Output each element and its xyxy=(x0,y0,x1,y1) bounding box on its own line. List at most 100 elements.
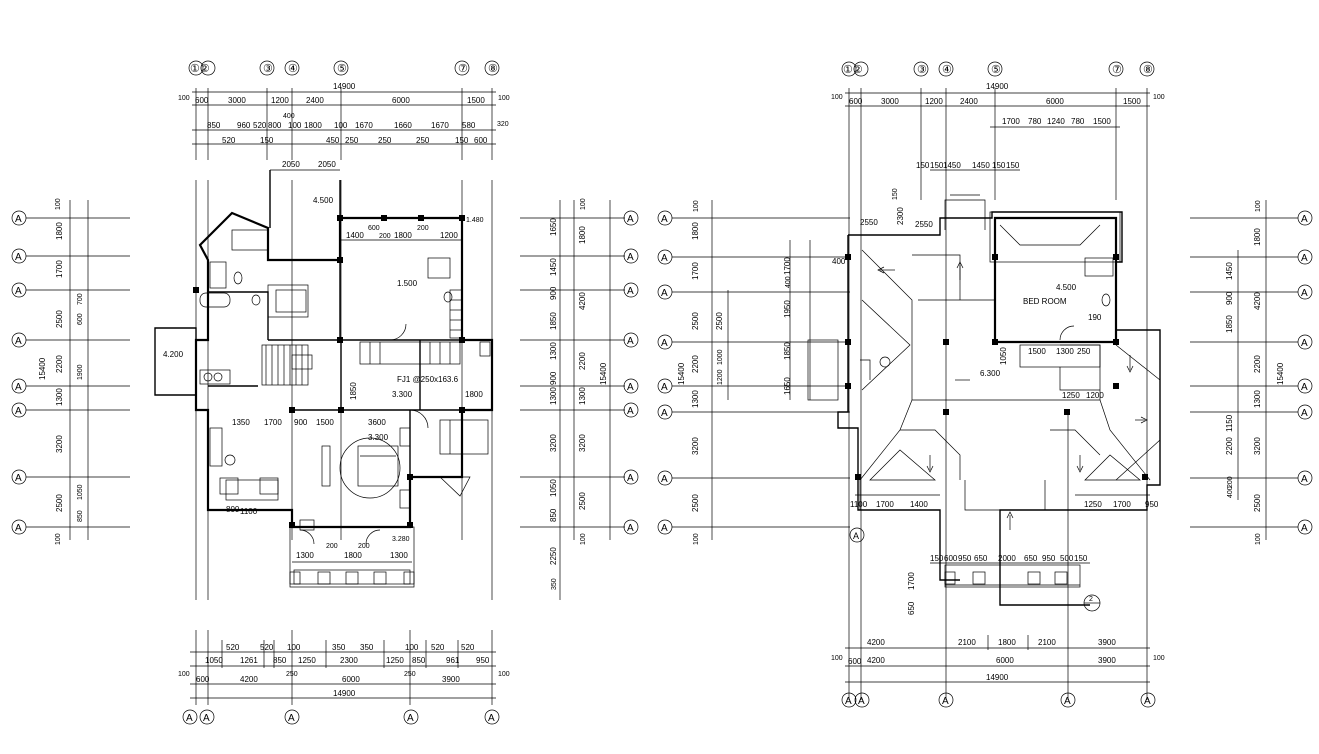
dim: 4200 xyxy=(867,656,885,665)
elevation-label: 3.300 xyxy=(392,390,413,399)
axis-bubble-label: A xyxy=(15,473,22,484)
right-plan-arrows xyxy=(877,261,1148,530)
dim: 150 xyxy=(1074,554,1088,563)
axis-bubble-label: A xyxy=(15,523,22,534)
dim: 1300 xyxy=(55,388,64,406)
dim: 2500 xyxy=(578,492,587,510)
dim: 6000 xyxy=(392,96,410,105)
axis-bubble-label: ⑤ xyxy=(991,64,1001,76)
dim: 600 xyxy=(944,554,958,563)
dim: 1240 xyxy=(1047,117,1065,126)
dim: 1200 xyxy=(717,369,724,385)
dim: 150 xyxy=(455,136,469,145)
dim: 2500 xyxy=(715,312,724,330)
dim: 1250 xyxy=(386,656,404,665)
axis-bubble-label: A xyxy=(1301,214,1308,225)
dim: 1500 xyxy=(467,96,485,105)
dim: 580 xyxy=(462,121,476,130)
dim: 950 xyxy=(476,656,490,665)
axis-bubble-label: ④ xyxy=(288,63,298,75)
dim-edge: 100 xyxy=(498,671,510,678)
dim: 1300 xyxy=(1253,390,1262,408)
axis-bubble-label: ③ xyxy=(917,64,927,76)
dim: 520 xyxy=(222,136,236,145)
dim: 400 xyxy=(785,276,792,288)
dim: 4200 xyxy=(1253,292,1262,310)
left-top-axis-bubbles: ①② ③ ④ ⑤ ⑦ ⑧ xyxy=(188,60,500,76)
dim: 6000 xyxy=(996,656,1014,665)
dim: 950 xyxy=(1145,500,1159,509)
left-bottom-axis-bubbles: A A A A A xyxy=(182,709,500,725)
axis-bubble-label: A xyxy=(1064,696,1071,707)
dim: 950 xyxy=(958,554,972,563)
dim: 600 xyxy=(368,225,380,232)
dim-total: 14900 xyxy=(986,673,1009,682)
dim: 600 xyxy=(474,136,488,145)
dim: 4200 xyxy=(240,675,258,684)
left-plan-columns xyxy=(193,215,465,528)
axis-bubble-label: A xyxy=(15,382,22,393)
dim: 3200 xyxy=(691,437,700,455)
dim: 950 xyxy=(1042,554,1056,563)
dim: 1500 xyxy=(316,418,334,427)
left-side-axis: A A A A A A A A 15400 1800 1700 2500 220… xyxy=(11,198,130,545)
dim: 250 xyxy=(345,136,359,145)
dim: 650 xyxy=(907,601,916,615)
axis-bubble-label: A xyxy=(15,252,22,263)
dim: 650 xyxy=(974,554,988,563)
dim: 520 xyxy=(253,121,267,130)
dim: 150 xyxy=(892,188,899,200)
dim: 1700 xyxy=(907,572,916,590)
dim: 1400 xyxy=(910,500,928,509)
dim: 850 xyxy=(77,510,84,522)
right-bottom-dim-lines xyxy=(845,410,1150,700)
right-bottom-axis-bubbles: A A A A A xyxy=(841,692,1156,708)
left-stairs xyxy=(261,289,463,386)
dim: 3200 xyxy=(1253,437,1262,455)
dim: 1350 xyxy=(232,418,250,427)
dim: 1800 xyxy=(1253,228,1262,246)
dim: 150 xyxy=(930,161,944,170)
dim: 350 xyxy=(360,643,374,652)
axis-bubble-label: ⑧ xyxy=(1143,64,1153,76)
left-plan-right-axis: A A A A A A A A 1650 1450 900 1850 1300 … xyxy=(520,198,639,600)
dim: 800 xyxy=(226,505,240,514)
dim: 250 xyxy=(378,136,392,145)
dim: 2550 xyxy=(860,218,878,227)
dim: 1700 xyxy=(783,257,792,275)
axis-bubble-label: ①② xyxy=(190,63,210,75)
dim: 2550 xyxy=(915,220,933,229)
dim: 1650 xyxy=(549,218,558,236)
dim: 961 xyxy=(446,656,460,665)
dim: 1300 xyxy=(578,387,587,405)
axis-bubble-label: A xyxy=(627,473,634,484)
dim: 6000 xyxy=(1046,97,1064,106)
axis-bubble-label: ⑧ xyxy=(488,63,498,75)
dim-edge: 100 xyxy=(831,94,843,101)
section-mark-number: 2 xyxy=(1089,596,1093,603)
axis-bubble-label: ①② xyxy=(843,64,863,76)
dim: 200 xyxy=(417,225,429,232)
dim: 1700 xyxy=(1002,117,1020,126)
dim: 1300 xyxy=(390,551,408,560)
left-fixtures xyxy=(199,229,491,531)
dim: 1700 xyxy=(691,262,700,280)
dim: 190 xyxy=(1088,313,1102,322)
dim: 1200 xyxy=(271,96,289,105)
axis-bubble-label: A xyxy=(1301,523,1308,534)
dim: 650 xyxy=(1024,554,1038,563)
dim: 850 xyxy=(273,656,287,665)
dim: 1800 xyxy=(465,390,483,399)
dim: 1150 xyxy=(1225,414,1234,432)
dim-total: 15400 xyxy=(38,357,47,380)
dim: 800 xyxy=(268,121,282,130)
axis-bubble-label: A xyxy=(1301,408,1308,419)
dim: 320 xyxy=(497,121,509,128)
dim: 100 xyxy=(288,121,302,130)
left-plan-walls xyxy=(154,170,494,529)
dim: 250 xyxy=(416,136,430,145)
dim: 3200 xyxy=(55,435,64,453)
axis-bubble-label: A xyxy=(15,406,22,417)
axis-bubble-label: A xyxy=(627,336,634,347)
